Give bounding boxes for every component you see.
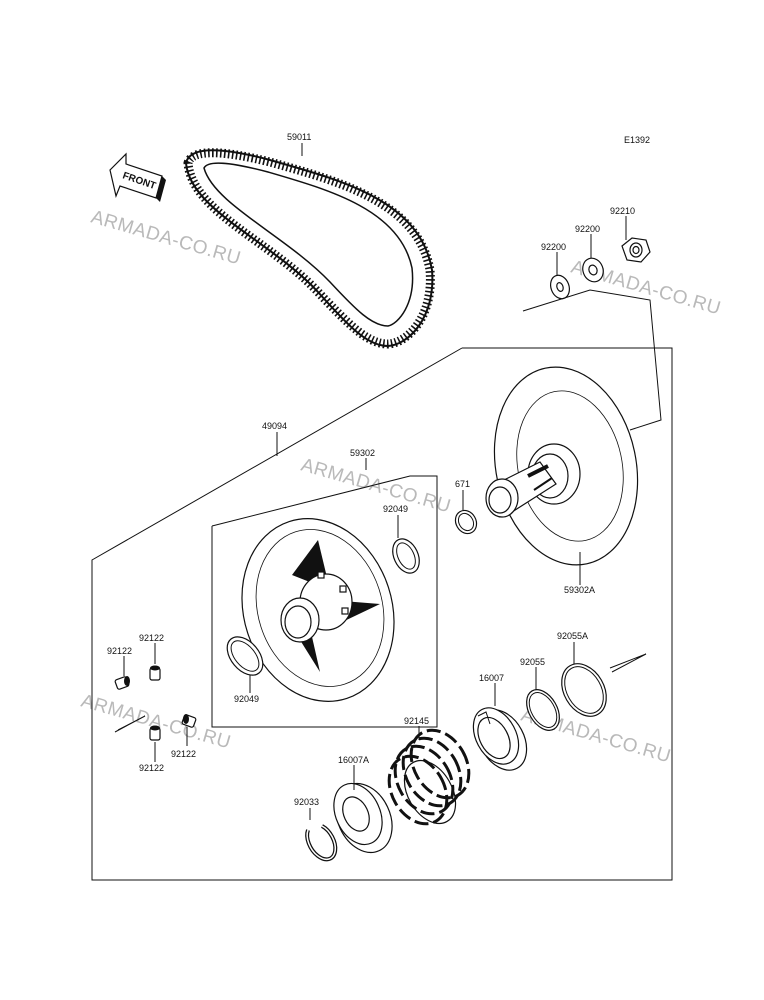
label-49094: 49094 xyxy=(262,421,287,431)
label-92122-1: 92122 xyxy=(107,646,132,656)
slider-92122-3[interactable] xyxy=(149,725,161,741)
fixed-sheave-59302A[interactable] xyxy=(477,354,656,579)
diagram-ref-code: E1392 xyxy=(624,135,650,145)
label-92055: 92055 xyxy=(520,657,545,667)
bushing-92049-top[interactable] xyxy=(388,535,425,578)
label-92122-4: 92122 xyxy=(171,749,196,759)
slider-92122-4[interactable] xyxy=(181,714,197,728)
label-92122-2: 92122 xyxy=(139,633,164,643)
cam-16007A[interactable] xyxy=(325,774,403,861)
movable-sheave-59302[interactable] xyxy=(219,499,417,722)
label-92200-upper: 92200 xyxy=(575,224,600,234)
label-92049-bottom: 92049 xyxy=(234,694,259,704)
watermark-3: ARMADA-CO.RU xyxy=(299,455,454,518)
label-59302A: 59302A xyxy=(564,585,595,595)
washer-92200-upper[interactable] xyxy=(579,255,606,284)
label-16007A: 16007A xyxy=(338,755,369,765)
bushing-92049-bottom[interactable] xyxy=(220,630,270,682)
label-59011: 59011 xyxy=(287,132,311,142)
cam-16007[interactable] xyxy=(464,700,536,778)
slider-92122-2[interactable] xyxy=(149,665,161,681)
oring-92055[interactable] xyxy=(520,684,566,736)
label-16007: 16007 xyxy=(479,673,504,683)
oring-92055A[interactable] xyxy=(553,656,616,724)
label-92122-3: 92122 xyxy=(139,763,164,773)
slider-92122-1[interactable] xyxy=(114,676,130,690)
label-92200-lower: 92200 xyxy=(541,242,566,252)
label-92055A: 92055A xyxy=(557,631,588,641)
label-92049-top: 92049 xyxy=(383,504,408,514)
label-92210: 92210 xyxy=(610,206,635,216)
oring-671[interactable] xyxy=(451,507,480,538)
watermark-4: ARMADA-CO.RU xyxy=(79,691,234,754)
drive-belt[interactable] xyxy=(183,148,435,349)
label-59302: 59302 xyxy=(350,448,375,458)
snap-ring-92033[interactable] xyxy=(305,824,338,862)
label-92145: 92145 xyxy=(404,716,429,726)
nut-92210[interactable] xyxy=(621,237,651,263)
spring-92145[interactable] xyxy=(377,720,480,834)
front-arrow-icon: FRONT xyxy=(109,152,166,202)
label-92033: 92033 xyxy=(294,797,319,807)
washer-92200-lower[interactable] xyxy=(547,273,572,302)
label-671: 671 xyxy=(455,479,470,489)
